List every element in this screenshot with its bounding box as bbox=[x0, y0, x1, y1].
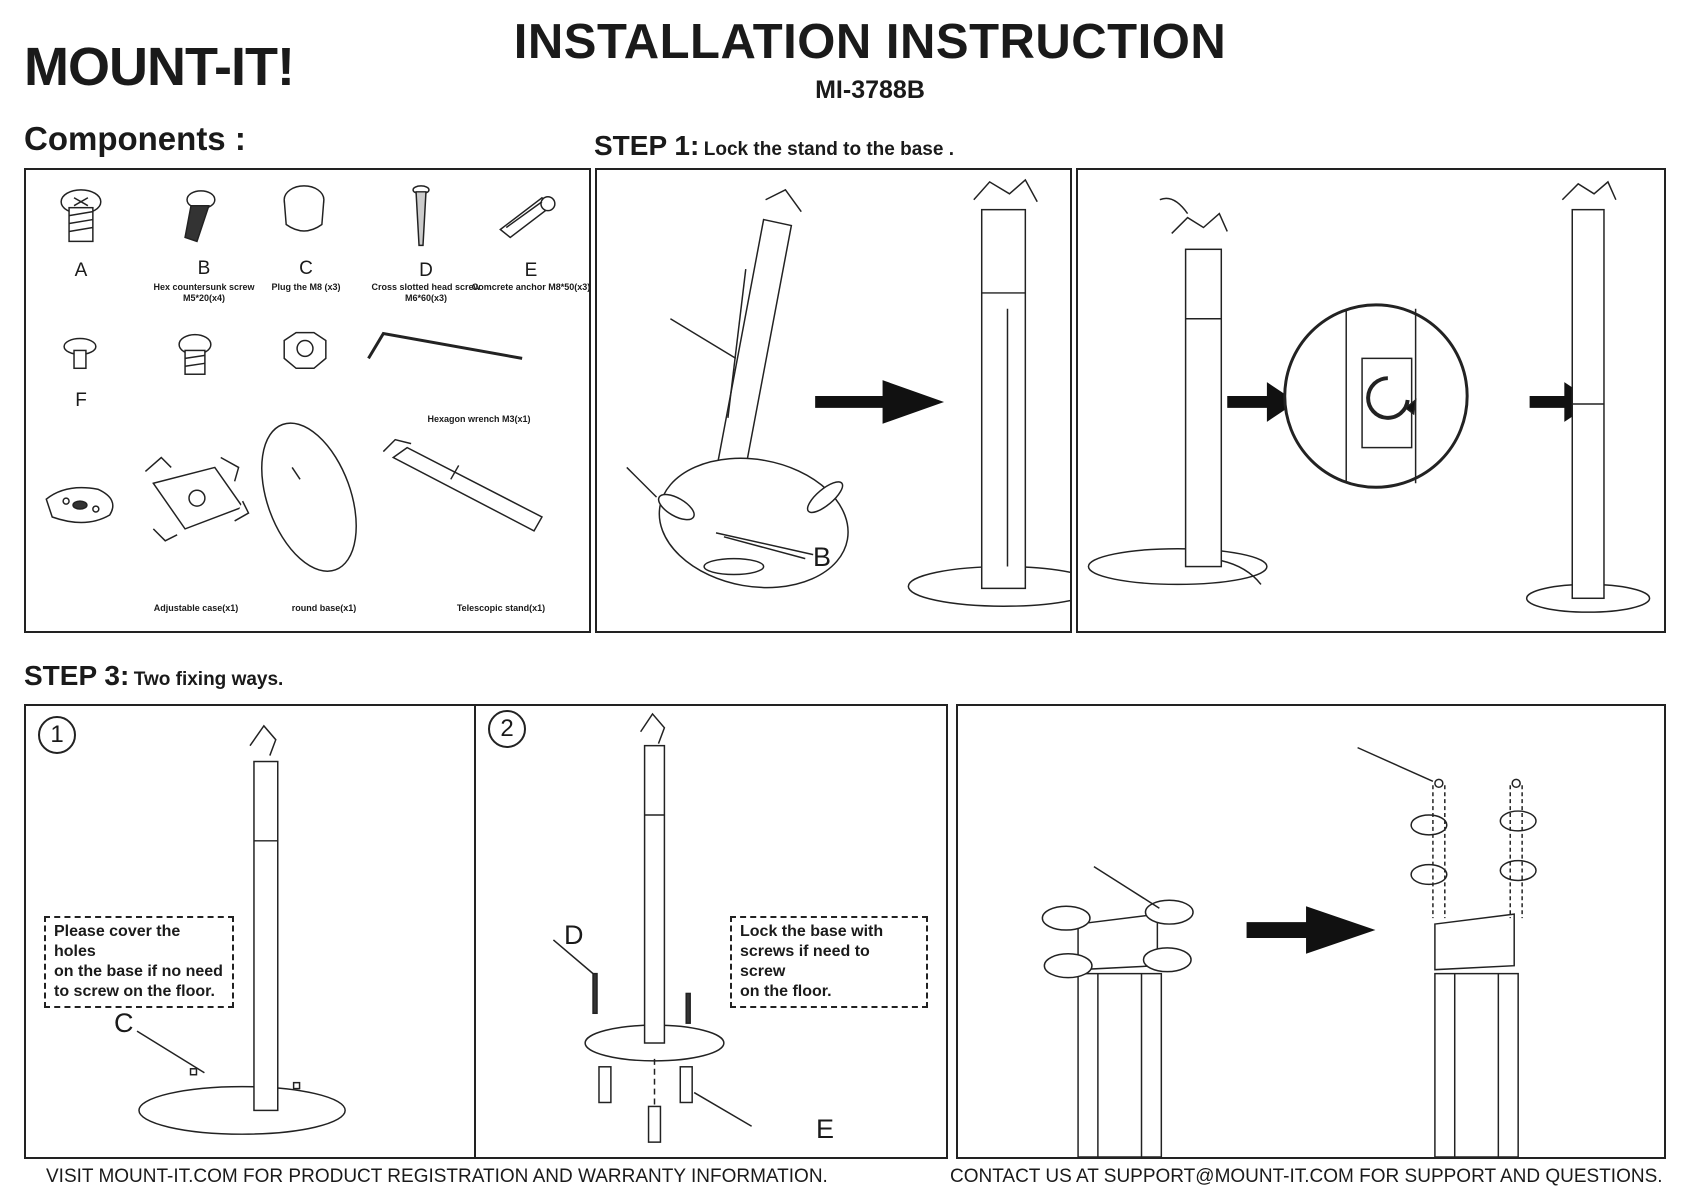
way2-number-badge: 2 bbox=[488, 710, 526, 748]
assembled-stand-icon bbox=[980, 208, 1027, 590]
screw-d-icon bbox=[592, 972, 598, 1015]
component-desc-e: Comcrete anchor M8*50(x3) bbox=[471, 282, 591, 292]
step3-panel-way2: 2 Lock the base with screws if need to s… bbox=[474, 704, 948, 1159]
step3-heading: STEP 3: Two fixing ways. bbox=[24, 660, 283, 692]
component-label-f: F bbox=[75, 390, 87, 411]
components-panel: A B Hex countersunk screw M5*20(x4) C Pl… bbox=[24, 168, 591, 633]
component-label-c: C bbox=[299, 258, 313, 279]
screw-g-icon bbox=[178, 333, 212, 375]
way1-note-line-2: on the base if no need bbox=[54, 963, 223, 980]
step3-panel-bracket bbox=[956, 704, 1666, 1159]
footer-support-note: CONTACT US AT SUPPORT@MOUNT-IT.COM FOR S… bbox=[950, 1166, 1663, 1187]
way1-note-line-3: to screw on the floor. bbox=[54, 983, 215, 1000]
step1-illustration-a bbox=[626, 178, 1070, 607]
callout-d: D bbox=[564, 920, 584, 950]
component-desc-b: Hex countersunk screw M5*20(x4) bbox=[153, 282, 255, 303]
component-desc-c: Plug the M8 (x3) bbox=[271, 282, 341, 292]
arrow-right-icon bbox=[1246, 906, 1376, 954]
component-label-b: B bbox=[197, 258, 211, 279]
component-desc-case: Adjustable case(x1) bbox=[153, 603, 239, 613]
screw-a-icon bbox=[60, 189, 102, 243]
component-label-a: A bbox=[74, 260, 88, 281]
component-label-d: D bbox=[419, 260, 433, 281]
step3-illustration-way2 bbox=[552, 712, 753, 1143]
way1-number-badge: 1 bbox=[38, 716, 76, 754]
anchor-e-icon bbox=[598, 1066, 612, 1104]
adjustable-case-icon bbox=[144, 456, 250, 542]
anchor-e-icon bbox=[499, 196, 556, 239]
telescopic-stand-icon bbox=[382, 438, 543, 532]
callout-c: C bbox=[114, 1008, 134, 1038]
step1-number: STEP 1: bbox=[594, 130, 700, 161]
step3-illustration-way1 bbox=[136, 724, 346, 1135]
component-desc-wrench: Hexagon wrench M3(x1) bbox=[427, 414, 531, 424]
hex-wrench-icon bbox=[367, 331, 523, 360]
screw-f-icon bbox=[63, 337, 97, 370]
way2-note: Lock the base with screws if need to scr… bbox=[730, 916, 928, 1008]
bracket-mount-icon bbox=[1434, 913, 1515, 971]
step3-illustration-bracket bbox=[1041, 746, 1537, 1157]
screw-b-icon bbox=[184, 190, 216, 243]
callout-e: E bbox=[816, 1114, 835, 1144]
arrow-right-icon bbox=[815, 380, 945, 424]
bracket-plate-icon bbox=[45, 486, 114, 524]
component-label-e: E bbox=[524, 260, 538, 281]
step1-panel-b bbox=[1076, 168, 1666, 633]
step1-panel-a: B bbox=[595, 168, 1072, 633]
component-desc-base: round base(x1) bbox=[291, 603, 357, 613]
standing-column-icon bbox=[643, 744, 666, 1044]
step1-illustration-b bbox=[1087, 180, 1651, 613]
footer-registration-note: VISIT MOUNT-IT.COM FOR PRODUCT REGISTRAT… bbox=[46, 1166, 828, 1187]
step3-description: Two fixing ways. bbox=[133, 669, 284, 690]
way2-note-line-3: on the floor. bbox=[740, 983, 832, 1000]
nut-icon bbox=[283, 331, 327, 370]
base-plate-icon bbox=[658, 457, 849, 589]
components-illustration bbox=[45, 185, 556, 572]
way1-note-line-1: Please cover the holes bbox=[54, 923, 181, 960]
step3-number: STEP 3: bbox=[24, 660, 130, 691]
brand-logo: MOUNT-IT! bbox=[24, 37, 295, 97]
plug-c-icon bbox=[283, 185, 325, 232]
step1-description: Lock the stand to the base . bbox=[703, 139, 954, 160]
step3-panel-way1: 1 Please cover the holes on the base if … bbox=[24, 704, 476, 1159]
column-top-icon bbox=[1434, 972, 1519, 1157]
model-number: MI-3788B bbox=[815, 76, 925, 104]
callout-b: B bbox=[813, 542, 832, 572]
way1-note: Please cover the holes on the base if no… bbox=[44, 916, 234, 1008]
arrow-right-icon bbox=[1227, 382, 1297, 422]
document-title: INSTALLATION INSTRUCTION bbox=[513, 15, 1227, 69]
standing-column-icon bbox=[253, 760, 279, 1112]
screw-d-icon bbox=[412, 185, 430, 247]
way2-note-line-2: screws if need to screw bbox=[740, 943, 870, 980]
column-top-icon bbox=[1077, 972, 1163, 1157]
step1-heading: STEP 1: Lock the stand to the base . bbox=[594, 130, 954, 162]
components-heading: Components : bbox=[24, 120, 246, 157]
stand-with-cable-icon bbox=[1184, 248, 1223, 568]
component-desc-stand: Telescopic stand(x1) bbox=[456, 603, 546, 613]
round-base-icon bbox=[261, 422, 357, 572]
way2-note-line-1: Lock the base with bbox=[740, 923, 884, 940]
tilted-stand-icon bbox=[717, 218, 793, 469]
component-desc-d: Cross slotted head screw M6*60(x3) bbox=[371, 282, 481, 303]
